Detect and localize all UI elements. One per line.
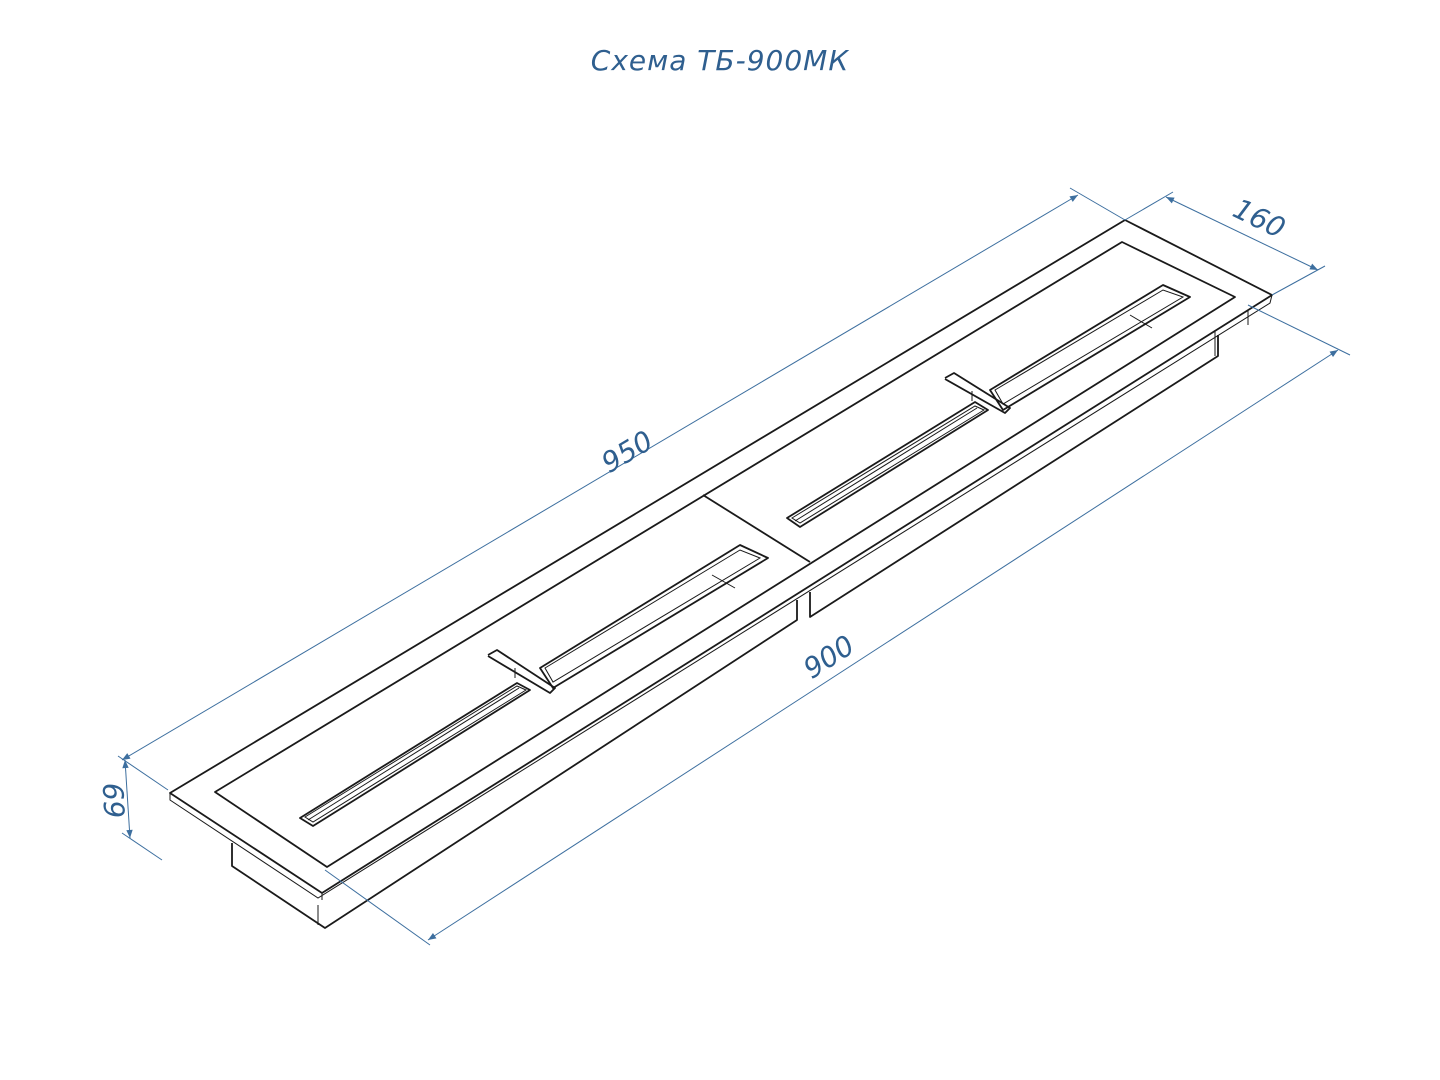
dimension-label-900: 900	[797, 629, 860, 686]
dimension-label-160: 160	[1228, 192, 1291, 245]
burner-slot-3	[786, 401, 989, 528]
damper-handle-left	[487, 649, 556, 694]
burner-slot-2	[539, 544, 769, 689]
burner-slot-1	[299, 682, 531, 827]
diagram-title: Схема ТБ-900МК	[590, 44, 850, 77]
dimension-label-950: 950	[596, 424, 659, 480]
dimension-69: 69	[97, 759, 163, 861]
dimension-160: 160	[1124, 191, 1326, 296]
dimension-950: 950	[117, 187, 1126, 791]
fuel-box-left	[231, 600, 798, 929]
dimension-label-69: 69	[97, 782, 132, 819]
dimension-900: 900	[324, 304, 1351, 946]
